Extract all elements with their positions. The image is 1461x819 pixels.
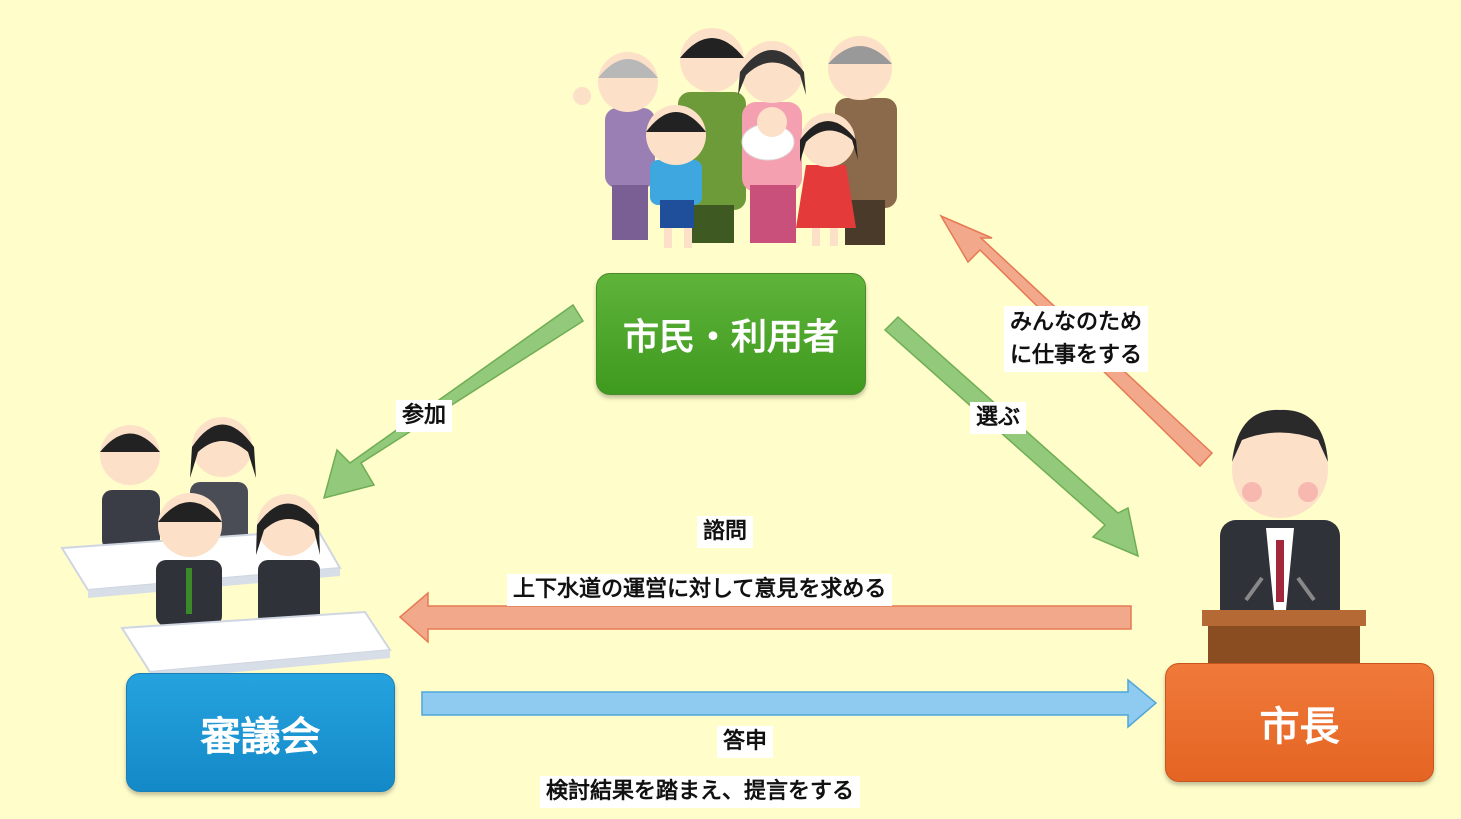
mayor-illustration (1202, 409, 1366, 664)
edge-label-report: 答申 (717, 726, 774, 758)
edge-label-consult: 諮問 (697, 516, 754, 548)
node-council-label: 審議会 (200, 713, 321, 760)
node-mayor-label: 市長 (1259, 703, 1340, 750)
node-mayor: 市長 (1165, 663, 1434, 782)
edge-label-elect: 選ぶ (970, 402, 1027, 434)
edge-label-participate: 参加 (396, 400, 453, 432)
node-citizens-label: 市民・利用者 (622, 317, 839, 358)
arrow-participate (322, 303, 585, 500)
edge-label-consult-detail: 上下水道の運営に対して意見を求める (507, 574, 893, 606)
family-illustration (573, 28, 897, 248)
arrow-consult (398, 591, 1132, 644)
edge-label-serve-line2: に仕事をする (1010, 343, 1143, 368)
council-illustration (60, 417, 392, 680)
node-citizens: 市民・利用者 (596, 273, 866, 395)
edge-label-serve-line1: みんなのため (1010, 310, 1143, 335)
arrow-elect (883, 315, 1140, 558)
node-council: 審議会 (126, 673, 395, 792)
arrow-report (421, 678, 1158, 729)
edge-label-serve: みんなのため に仕事をする (1004, 306, 1149, 372)
edge-label-report-detail: 検討結果を踏まえ、提言をする (540, 776, 861, 808)
